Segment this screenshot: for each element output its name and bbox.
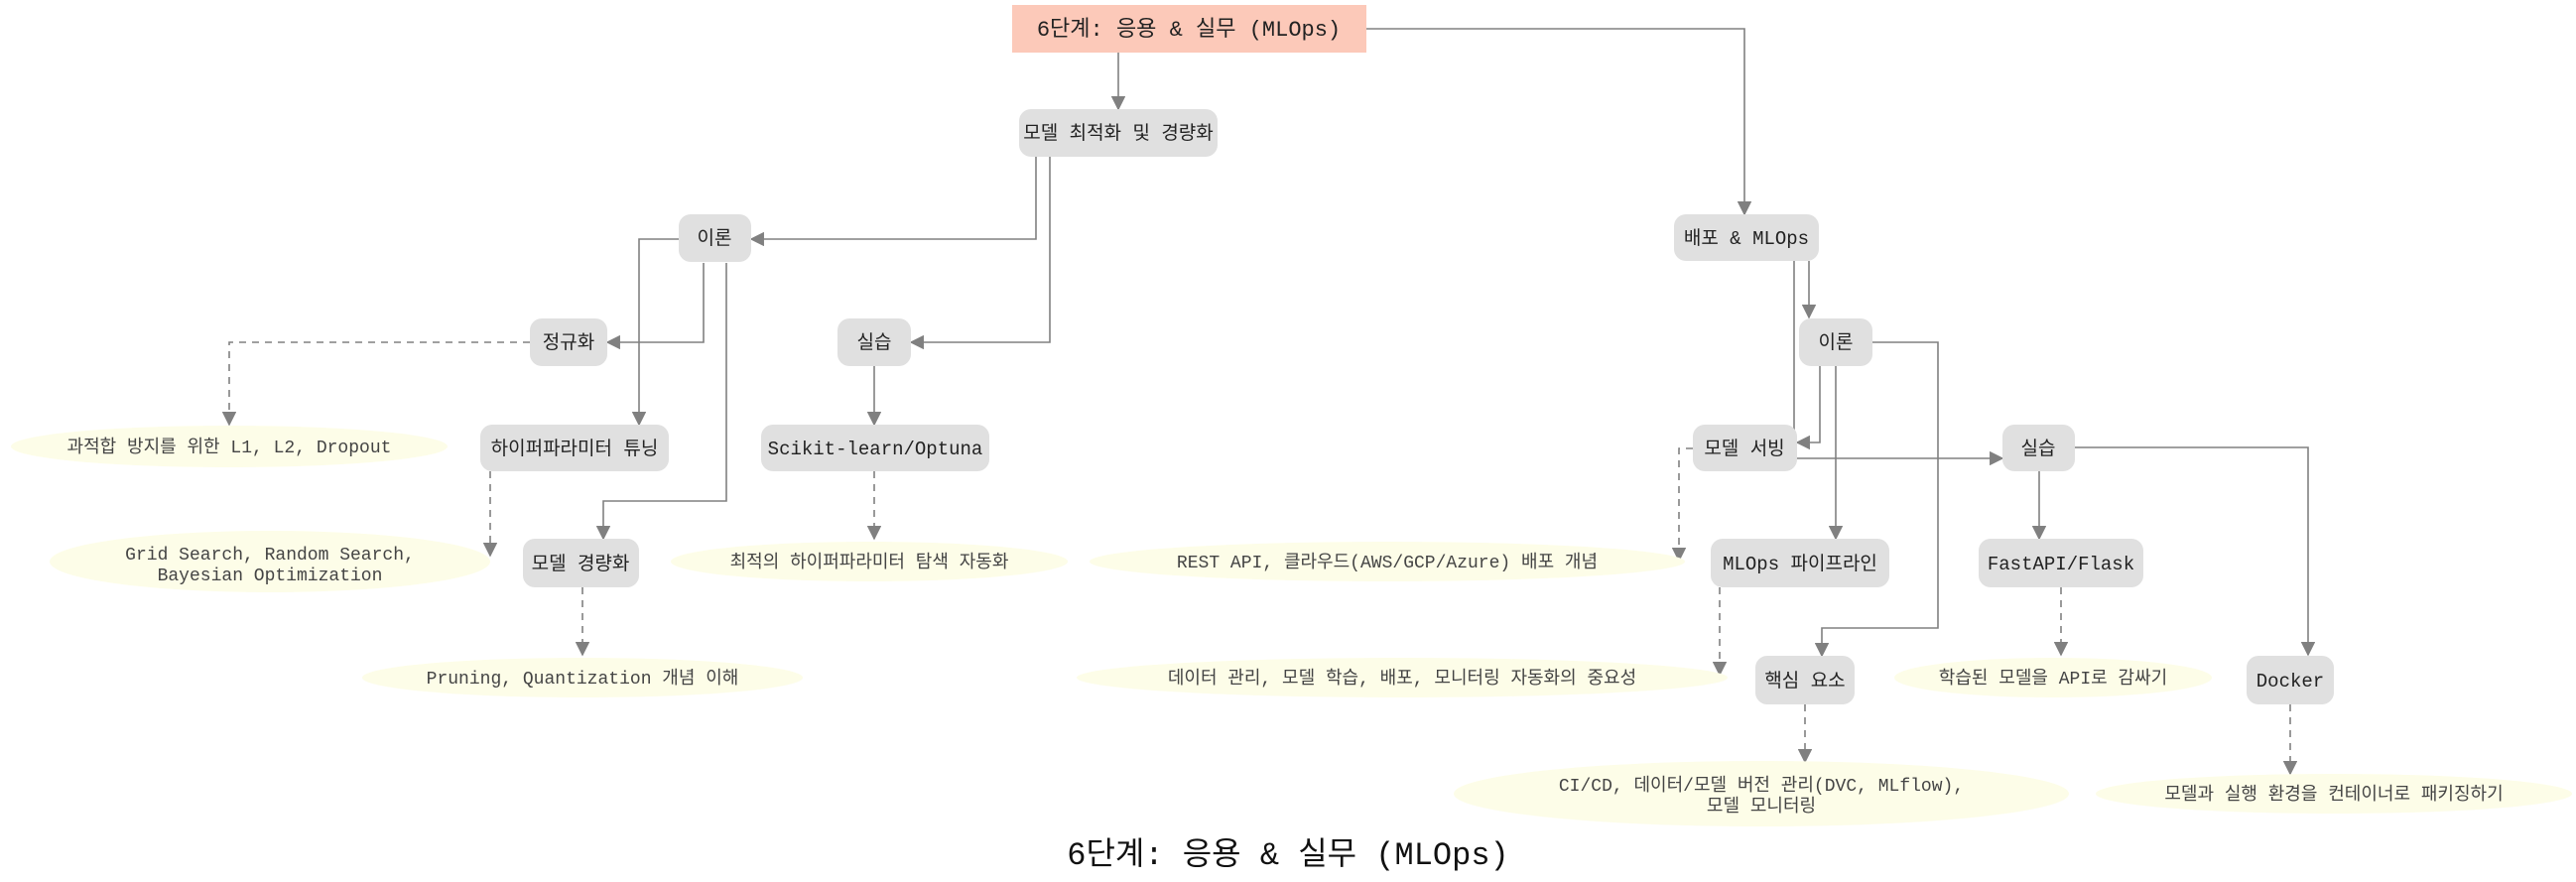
node-hyperparameter-tuning-label: 하이퍼파라미터 튜닝 bbox=[491, 438, 659, 460]
note-pipeline-text: 데이터 관리, 모델 학습, 배포, 모니터링 자동화의 중요성 bbox=[1168, 668, 1636, 690]
node-deploy-mlops[interactable]: 배포 & MLOps bbox=[1674, 214, 1819, 261]
note-lightweight: Pruning, Quantization 개념 이해 bbox=[362, 658, 803, 697]
edge-opt-practice1 bbox=[909, 157, 1051, 350]
note-docker-text: 모델과 실행 환경을 컨테이너로 패키징하기 bbox=[2164, 784, 2503, 806]
node-practice-1[interactable]: 실습 bbox=[837, 318, 911, 366]
node-model-lightweight-label: 모델 경량화 bbox=[532, 553, 630, 575]
node-theory-2[interactable]: 이론 bbox=[1799, 318, 1872, 366]
node-fastapi-flask-label: FastAPI/Flask bbox=[1988, 554, 2134, 575]
node-practice-2[interactable]: 실습 bbox=[2002, 425, 2075, 471]
note-core-text-line1: CI/CD, 데이터/모델 버전 관리(DVC, MLflow), bbox=[1559, 775, 1964, 797]
note-fastapi-text: 학습된 모델을 API로 감싸기 bbox=[1939, 668, 2167, 690]
edge-theory2-core bbox=[1814, 341, 1939, 658]
node-mlops-pipeline-label: MLOps 파이프라인 bbox=[1723, 553, 1877, 575]
note-core: CI/CD, 데이터/모델 버전 관리(DVC, MLflow), 모델 모니터… bbox=[1454, 761, 2069, 826]
note-hyperparameter-text-line2: Bayesian Optimization bbox=[158, 567, 383, 586]
node-model-lightweight[interactable]: 모델 경량화 bbox=[523, 539, 639, 587]
node-model-optimization-label: 모델 최적화 및 경량화 bbox=[1023, 122, 1214, 145]
note-hyperparameter-text-line1: Grid Search, Random Search, bbox=[125, 546, 415, 566]
edge-root-deploy bbox=[1366, 28, 1752, 216]
edge-theory2-serving bbox=[1795, 366, 1821, 450]
node-mlops-pipeline[interactable]: MLOps 파이프라인 bbox=[1711, 539, 1889, 587]
note-pipeline: 데이터 관리, 모델 학습, 배포, 모니터링 자동화의 중요성 bbox=[1077, 658, 1728, 697]
note-edges bbox=[221, 341, 2298, 776]
note-regularization: 과적합 방지를 위한 L1, L2, Dropout bbox=[11, 426, 448, 467]
node-practice-1-label: 실습 bbox=[857, 331, 892, 354]
node-fastapi-flask[interactable]: FastAPI/Flask bbox=[1979, 539, 2143, 587]
note-lightweight-text: Pruning, Quantization 개념 이해 bbox=[427, 668, 739, 690]
nodes: 6단계: 응용 & 실무 (MLOps) 모델 최적화 및 경량화 이론 정규화… bbox=[480, 5, 2334, 704]
note-sklearn: 최적의 하이퍼파라미터 탐색 자동화 bbox=[671, 542, 1068, 581]
note-sklearn-text: 최적의 하이퍼파라미터 탐색 자동화 bbox=[730, 552, 1009, 573]
node-theory-2-label: 이론 bbox=[1819, 331, 1854, 354]
node-theory-1-label: 이론 bbox=[698, 227, 732, 250]
node-practice-2-label: 실습 bbox=[2021, 438, 2056, 460]
node-model-serving-label: 모델 서빙 bbox=[1704, 438, 1784, 460]
node-root-label: 6단계: 응용 & 실무 (MLOps) bbox=[1037, 17, 1341, 43]
edges bbox=[595, 28, 2316, 658]
node-root[interactable]: 6단계: 응용 & 실무 (MLOps) bbox=[1012, 5, 1366, 53]
node-deploy-mlops-label: 배포 & MLOps bbox=[1684, 227, 1809, 250]
note-docker: 모델과 실행 환경을 컨테이너로 패키징하기 bbox=[2096, 774, 2572, 814]
node-core-elements-label: 핵심 요소 bbox=[1764, 670, 1845, 693]
diagram-caption: 6단계: 응용 & 실무 (MLOps) bbox=[1067, 837, 1508, 874]
node-model-optimization[interactable]: 모델 최적화 및 경량화 bbox=[1019, 109, 1218, 157]
node-sklearn-optuna-label: Scikit-learn/Optuna bbox=[768, 439, 983, 460]
node-sklearn-optuna[interactable]: Scikit-learn/Optuna bbox=[761, 425, 989, 471]
edge-practice2-docker bbox=[2075, 446, 2316, 657]
node-docker[interactable]: Docker bbox=[2247, 656, 2334, 704]
note-hyperparameter: Grid Search, Random Search, Bayesian Opt… bbox=[50, 531, 490, 592]
note-regularization-text: 과적합 방지를 위한 L1, L2, Dropout bbox=[67, 437, 392, 458]
node-regularization[interactable]: 정규화 bbox=[530, 318, 607, 366]
edge-serving-note bbox=[1671, 447, 1693, 563]
edge-opt-theory1 bbox=[749, 157, 1037, 247]
note-serving: REST API, 클라우드(AWS/GCP/Azure) 배포 개념 bbox=[1090, 542, 1685, 581]
node-hyperparameter-tuning[interactable]: 하이퍼파라미터 튜닝 bbox=[480, 425, 669, 471]
edge-theory1-light bbox=[595, 263, 727, 541]
edge-theory1-reg bbox=[605, 263, 705, 350]
node-theory-1[interactable]: 이론 bbox=[679, 214, 751, 262]
node-core-elements[interactable]: 핵심 요소 bbox=[1755, 656, 1855, 704]
node-regularization-label: 정규화 bbox=[543, 331, 594, 354]
node-docker-label: Docker bbox=[2256, 671, 2324, 693]
edge-reg-note bbox=[221, 341, 530, 427]
notes: 과적합 방지를 위한 L1, L2, Dropout Grid Search, … bbox=[11, 426, 2572, 826]
note-fastapi: 학습된 모델을 API로 감싸기 bbox=[1894, 658, 2212, 697]
note-core-text-line2: 모델 모니터링 bbox=[1707, 796, 1816, 818]
node-model-serving[interactable]: 모델 서빙 bbox=[1693, 425, 1797, 471]
edge-theory1-hyper bbox=[631, 238, 679, 427]
note-serving-text: REST API, 클라우드(AWS/GCP/Azure) 배포 개념 bbox=[1177, 552, 1598, 573]
